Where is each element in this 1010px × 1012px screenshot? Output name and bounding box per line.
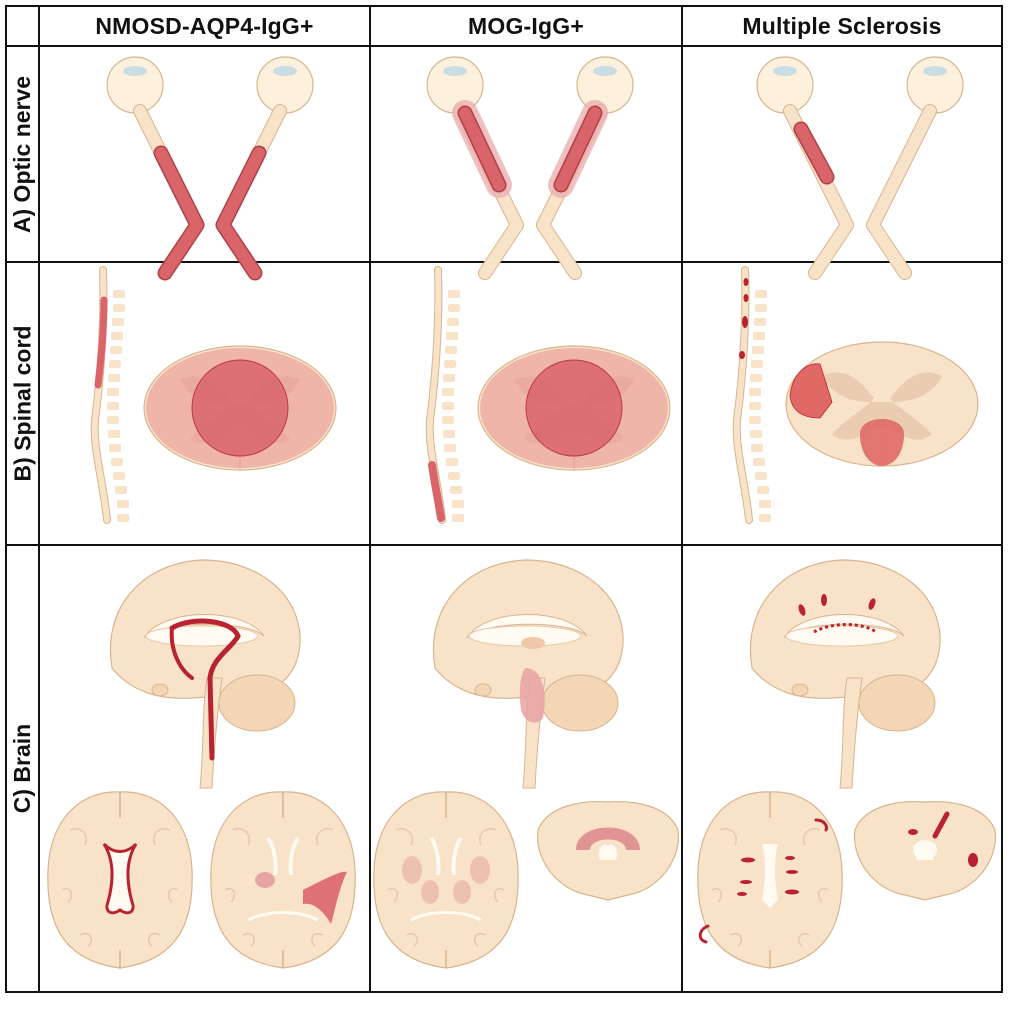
brain-axial-ms: [697, 791, 843, 969]
border-right: [1001, 5, 1003, 993]
border-bottom: [5, 991, 1003, 993]
border-left: [5, 5, 7, 993]
border-label-col: [38, 5, 40, 993]
column-header-mog: MOG-IgG+: [468, 12, 584, 39]
border-col-2: [681, 5, 683, 993]
brain-axial-nmosd-1: [47, 791, 193, 969]
brain-sagittal-ms: [749, 559, 941, 789]
optic-ms: [757, 57, 963, 273]
brain-axial-mog: [373, 791, 519, 969]
brain-sagittal-nmosd: [109, 559, 301, 789]
border-header-bottom: [5, 45, 1003, 47]
spinal-nmosd: [95, 270, 337, 522]
border-row-b-bottom: [5, 544, 1003, 546]
brain-pons-ms: [853, 801, 997, 901]
column-header-nmosd: NMOSD-AQP4-IgG+: [95, 12, 314, 39]
optic-mog: [427, 57, 633, 273]
optic-nmosd: [107, 57, 313, 281]
spinal-mog: [430, 270, 671, 522]
border-col-1: [369, 5, 371, 993]
spinal-ms: [737, 270, 979, 522]
border-row-a-bottom: [5, 261, 1003, 263]
brain-pons-mog: [536, 801, 680, 901]
brain-axial-nmosd-2: [210, 791, 356, 969]
border-top: [5, 5, 1003, 7]
brain-sagittal-mog: [432, 559, 624, 789]
column-header-ms: Multiple Sclerosis: [742, 12, 942, 39]
